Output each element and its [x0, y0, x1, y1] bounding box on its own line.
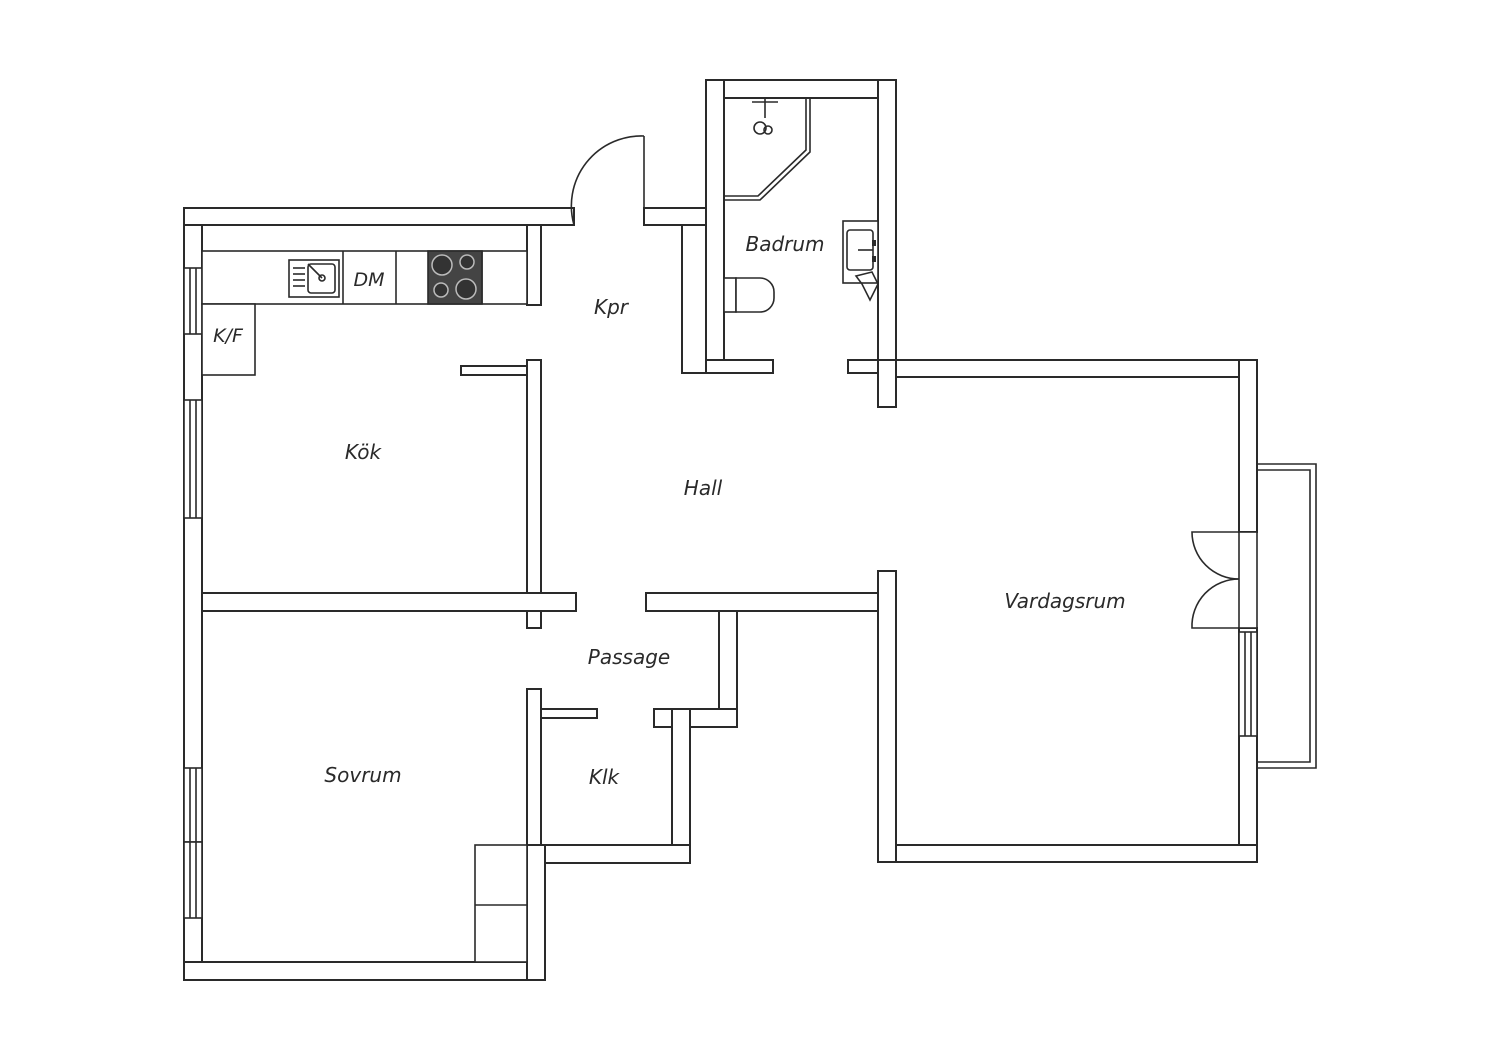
wall-kpr-east — [681, 224, 707, 374]
wall-bath-east — [877, 79, 897, 361]
wall-living-west-bottom — [877, 570, 897, 863]
fridge-freezer — [201, 303, 256, 376]
bathroom-fixtures — [723, 98, 879, 313]
window-bedroom-1 — [183, 767, 203, 843]
wall-north-hall — [643, 207, 709, 226]
wall-kitchen-east-stub — [460, 365, 528, 376]
label-sovrum: Sovrum — [324, 763, 401, 787]
room-labels: Badrum Kpr Kök Hall Vardagsrum Passage S… — [213, 232, 1126, 789]
wall-klk-east — [671, 708, 691, 864]
window-bedroom-2 — [183, 841, 203, 919]
label-fridge-freezer: K/F — [213, 325, 244, 347]
wall-bath-north — [705, 79, 897, 99]
shower-icon — [724, 98, 811, 201]
wall-south-step — [526, 844, 546, 981]
stove-icon — [427, 250, 483, 305]
kitchen-counter — [201, 250, 528, 376]
wall-bath-west — [705, 79, 725, 374]
label-badrum: Badrum — [745, 232, 824, 256]
wall-south-bedroom — [183, 961, 546, 981]
label-vardagsrum: Vardagsrum — [1004, 589, 1125, 613]
wall-bath-south-left — [705, 359, 774, 374]
wall-living-east-top — [1238, 359, 1258, 533]
label-dishwasher: DM — [353, 269, 384, 291]
wardrobe — [474, 844, 528, 963]
balcony-door — [1191, 531, 1258, 629]
entrance-door — [570, 135, 645, 226]
toilet-icon — [723, 277, 775, 313]
wall-kitchen-east — [526, 359, 542, 629]
wall-klk-north — [540, 708, 598, 719]
wall-passage-step — [653, 708, 738, 728]
wall-north-kitchen — [183, 207, 575, 226]
window-kitchen — [183, 399, 203, 519]
walls — [183, 79, 1258, 981]
wall-hall-south — [645, 592, 879, 612]
label-hall: Hall — [684, 476, 723, 500]
window-kf — [183, 267, 203, 335]
windows — [183, 267, 1258, 919]
wall-living-north — [877, 359, 1258, 378]
wall-klk-south — [540, 844, 691, 864]
label-kok: Kök — [345, 440, 383, 464]
wall-living-west-top — [877, 359, 897, 408]
label-passage: Passage — [588, 645, 670, 669]
wall-living-south — [877, 844, 1258, 863]
washbasin-icon — [842, 220, 879, 302]
wall-kpr-west — [526, 224, 542, 306]
wall-kitchen-south — [201, 592, 577, 612]
doors — [570, 135, 1258, 629]
label-kpr: Kpr — [594, 295, 630, 319]
balcony — [1257, 463, 1317, 769]
window-living — [1238, 631, 1258, 737]
label-klk: Klk — [589, 765, 621, 789]
sink-icon — [288, 259, 340, 298]
